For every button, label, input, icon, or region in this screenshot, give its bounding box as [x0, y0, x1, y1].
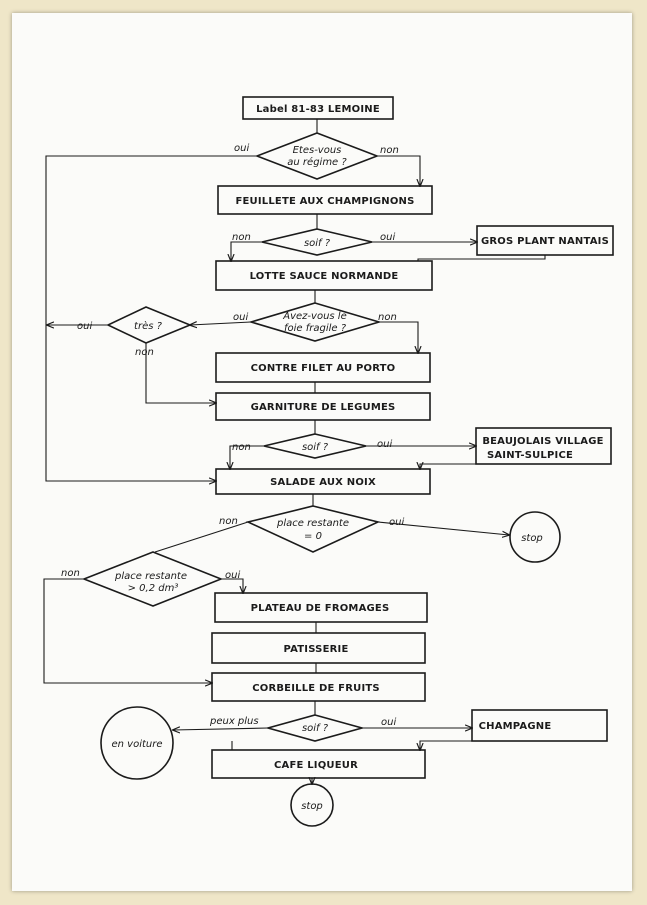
label-place1-non: non [219, 516, 238, 527]
gros-plant-text: GROS PLANT NANTAIS [481, 236, 609, 247]
patisserie-box: PATISSERIE [211, 632, 426, 664]
fruits-text: CORBEILLE DE FRUITS [252, 683, 380, 694]
label-soif3-peux-plus: peux plus [209, 716, 259, 727]
garniture-box: GARNITURE DE LEGUMES [215, 392, 431, 421]
connectors [43, 119, 546, 784]
fromages-box: PLATEAU DE FROMAGES [214, 592, 428, 623]
label-tres-non: non [135, 347, 154, 358]
flowchart-sheet: Label 81-83 LEMOINE Etes-vous au régime … [12, 13, 632, 891]
stop-1: stop [509, 511, 561, 563]
place-1-line1: place restante [276, 518, 349, 529]
foie-line1: Avez-vous le [282, 311, 346, 322]
lotte-text: LOTTE SAUCE NORMANDE [250, 271, 399, 282]
decision-place-1: place restante = 0 [245, 505, 381, 553]
flowchart: Label 81-83 LEMOINE Etes-vous au régime … [43, 96, 614, 827]
label-soif2-non: non [232, 442, 251, 453]
stop-2: stop [290, 783, 334, 827]
place-1-line2: = 0 [304, 531, 322, 542]
cafe-box: CAFE LIQUEUR [211, 749, 426, 779]
label-place1-oui: oui [389, 517, 404, 528]
decision-place-2: place restante > 0,2 dm³ [81, 551, 224, 607]
gros-plant-box: GROS PLANT NANTAIS [476, 225, 614, 256]
connector [417, 255, 546, 261]
salade-box: SALADE AUX NOIX [215, 468, 431, 495]
place-2-line1: place restante [114, 571, 187, 582]
connector [231, 241, 262, 261]
contre-filet-text: CONTRE FILET AU PORTO [251, 363, 396, 374]
foie-line2: foie fragile ? [284, 323, 347, 334]
connector [190, 322, 252, 325]
connector [43, 578, 212, 683]
decision-foie: Avez-vous le foie fragile ? [248, 302, 382, 342]
connector [45, 155, 257, 481]
label-tres-oui: oui [77, 321, 92, 332]
feuillete-text: FEUILLETE AUX CHAMPIGNONS [235, 196, 414, 207]
tres-text: très ? [134, 320, 163, 332]
label-soif1-oui: oui [380, 232, 395, 243]
connector [221, 578, 243, 593]
label-soif3-oui: oui [381, 717, 396, 728]
connector [420, 740, 472, 750]
connector [154, 521, 249, 553]
garniture-text: GARNITURE DE LEGUMES [251, 402, 396, 413]
decision-soif-3: soif ? [264, 714, 366, 742]
feuillete-box: FEUILLETE AUX CHAMPIGNONS [217, 185, 433, 215]
stop-2-text: stop [301, 801, 323, 812]
label-place2-oui: oui [225, 570, 240, 581]
beaujolais-line2: SAINT-SULPICE [487, 450, 573, 461]
lotte-box: LOTTE SAUCE NORMANDE [215, 260, 433, 291]
soif-2-text: soif ? [302, 442, 329, 453]
title-text: Label 81-83 LEMOINE [256, 104, 380, 115]
connector [377, 155, 420, 186]
cafe-text: CAFE LIQUEUR [274, 760, 358, 771]
soif-1-text: soif ? [304, 238, 331, 249]
fruits-box: CORBEILLE DE FRUITS [211, 672, 426, 702]
label-soif1-non: non [232, 232, 251, 243]
salade-text: SALADE AUX NOIX [270, 477, 376, 488]
champagne-text: CHAMPAGNE [479, 721, 552, 732]
soif-3-text: soif ? [302, 723, 329, 734]
champagne-box: CHAMPAGNE [471, 709, 608, 742]
decision-regime-line2: au régime ? [287, 156, 347, 168]
en-voiture-text: en voiture [111, 739, 162, 750]
connector [420, 464, 476, 469]
connector [379, 321, 418, 353]
connector [145, 343, 216, 403]
place-2-line2: > 0,2 dm³ [128, 583, 179, 594]
patisserie-text: PATISSERIE [284, 644, 349, 655]
label-place2-non: non [61, 568, 80, 579]
label-regime-oui: oui [234, 143, 249, 154]
beaujolais-line1: BEAUJOLAIS VILLAGE [482, 436, 603, 447]
decision-soif-1: soif ? [261, 228, 373, 256]
contre-filet-box: CONTRE FILET AU PORTO [215, 352, 431, 383]
en-voiture-circle: en voiture [100, 706, 174, 780]
stop-1-text: stop [521, 533, 543, 544]
label-regime-non: non [380, 145, 399, 156]
decision-regime: Etes-vous au régime ? [254, 132, 380, 180]
label-soif2-oui: oui [377, 439, 392, 450]
connector [230, 445, 264, 469]
connector [173, 728, 269, 730]
branch-labels: oui non non oui oui non oui non non oui … [61, 143, 404, 728]
decision-tres: très ? [106, 306, 193, 344]
connector [377, 521, 509, 535]
beaujolais-box: BEAUJOLAIS VILLAGE SAINT-SULPICE [475, 427, 612, 465]
fromages-text: PLATEAU DE FROMAGES [251, 603, 390, 614]
label-foie-non: non [378, 312, 397, 323]
decision-regime-line1: Etes-vous [293, 145, 342, 156]
label-foie-oui: oui [233, 312, 248, 323]
title-box: Label 81-83 LEMOINE [242, 96, 394, 120]
decision-soif-2: soif ? [263, 433, 367, 459]
